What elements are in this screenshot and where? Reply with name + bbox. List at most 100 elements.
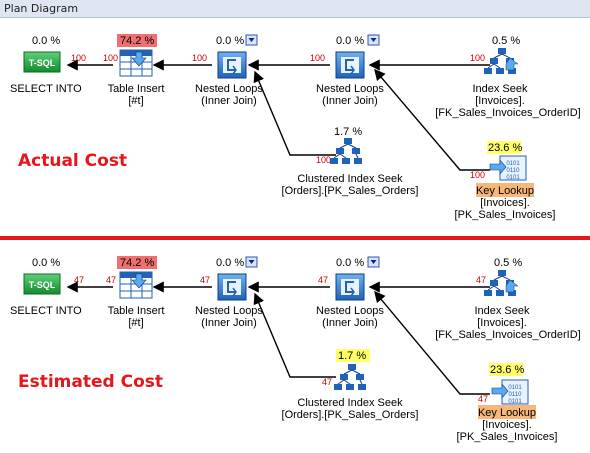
nested-loops-icon	[335, 51, 365, 79]
binary-glyph: 0110	[509, 392, 523, 398]
binary-glyph: 0101	[508, 385, 522, 391]
node-label: Table Insert	[108, 305, 165, 317]
node-label: (Inner Join)	[322, 95, 378, 107]
rows-label: 47	[478, 394, 488, 404]
node-clustered-index-seek[interactable]: 1.7 % Clustered Index Seek [Orders].[PK_…	[282, 349, 419, 421]
node-label: [#t]	[128, 95, 143, 107]
node-label: SELECT INTO	[10, 83, 82, 95]
node-key-lookup[interactable]: 23.6 % 0101 0110 0101 Key Lookup [Invoic…	[455, 141, 556, 221]
cost-pct: 0.0 %	[216, 257, 244, 269]
cost-pct: 0.5 %	[492, 35, 520, 47]
panel-heading: Estimated Cost	[18, 372, 163, 392]
cost-pct: 0.0 %	[336, 35, 364, 47]
tsql-icon	[23, 51, 61, 73]
rows-label: 47	[106, 275, 116, 285]
node-label: (Inner Join)	[322, 317, 378, 329]
cost-pct: 74.2 %	[120, 257, 154, 269]
panel-divider	[0, 236, 590, 240]
node-label: Index Seek	[472, 83, 528, 95]
node-label: [Invoices].	[482, 419, 532, 431]
node-index-seek[interactable]: 0.5 % Index Seek [Invoices]. [FK_Sales_I…	[435, 35, 581, 119]
chevron-down-icon	[248, 260, 255, 264]
rows-label: 47	[200, 275, 210, 285]
node-label: [Invoices].	[480, 197, 530, 209]
rows-label: 47	[476, 275, 486, 285]
title-bar: Plan Diagram	[0, 0, 590, 18]
node-table-insert[interactable]: 74.2 % Table Insert [#t]	[108, 34, 165, 107]
node-label: Index Seek	[474, 305, 530, 317]
node-label: Nested Loops	[195, 305, 263, 317]
chevron-down-icon	[370, 38, 377, 42]
cost-pct: 0.0 %	[216, 35, 244, 47]
node-nested-loops-2[interactable]: 0.0 % Nested Loops (Inner Join)	[316, 256, 384, 329]
chevron-down-icon	[248, 38, 255, 42]
node-select-into[interactable]: 0.0 % T-SQL SELECT INTO	[10, 35, 82, 95]
node-nested-loops-2[interactable]: 0.0 % Nested Loops (Inner Join)	[316, 34, 384, 107]
tsql-icon-text: T-SQL	[29, 280, 56, 290]
edge-key-nl2	[374, 68, 490, 171]
key-lookup-icon: 0101 0110 0101	[489, 155, 527, 181]
rows-label: 47	[74, 275, 84, 285]
nested-loops-icon	[217, 51, 247, 79]
cost-pct: 23.6 %	[488, 142, 522, 154]
rows-label: 100	[192, 53, 207, 63]
node-label: [Orders].[PK_Sales_Orders]	[282, 409, 419, 421]
node-label: Nested Loops	[316, 305, 384, 317]
node-label: (Inner Join)	[201, 95, 257, 107]
key-lookup-icon: 0101 0110 0101	[491, 379, 529, 405]
node-nested-loops-1[interactable]: 0.0 % Nested Loops (Inner Join)	[195, 34, 263, 107]
index-seek-icon	[484, 270, 519, 296]
binary-glyph: 0101	[506, 175, 520, 181]
node-clustered-index-seek[interactable]: 1.7 % Clustered Index Seek [Orders].[PK_…	[282, 126, 419, 197]
cost-highlight	[487, 141, 521, 154]
cost-pct: 1.7 %	[334, 126, 362, 138]
panel-estimated: Estimated Cost 47 47 47 47 47 47 47 0.0 …	[10, 256, 581, 443]
cost-pct: 0.0 %	[32, 35, 60, 47]
table-insert-icon	[119, 271, 153, 299]
clustered-index-seek-icon	[334, 364, 366, 390]
node-label: [Invoices].	[475, 95, 525, 107]
node-label: Nested Loops	[316, 83, 384, 95]
node-label: Table Insert	[108, 83, 165, 95]
cost-highlight	[336, 349, 370, 362]
cost-pct: 0.0 %	[32, 257, 60, 269]
cost-highlight	[117, 256, 157, 269]
binary-glyph: 0101	[508, 399, 522, 405]
node-label: [Orders].[PK_Sales_Orders]	[282, 185, 419, 197]
edge-cis-nl1	[253, 70, 336, 156]
rows-label: 47	[318, 275, 328, 285]
node-label: SELECT INTO	[10, 305, 82, 317]
cost-pct: 23.6 %	[490, 364, 524, 376]
binary-glyph: 0110	[507, 168, 521, 174]
edge-key-nl2	[374, 290, 490, 395]
rows-label: 100	[71, 53, 86, 63]
node-select-into[interactable]: 0.0 % T-SQL SELECT INTO	[10, 257, 82, 317]
nested-loops-icon	[335, 273, 365, 301]
window-title: Plan Diagram	[4, 2, 79, 15]
key-lookup-highlight	[476, 183, 534, 197]
panel-heading: Actual Cost	[18, 151, 127, 171]
node-key-lookup[interactable]: 23.6 % 0101 0110 0101 Key Lookup [Invoic…	[457, 363, 558, 443]
cost-highlight	[117, 34, 157, 47]
tsql-icon	[23, 273, 61, 295]
node-label: Key Lookup	[478, 407, 536, 419]
node-table-insert[interactable]: 74.2 % Table Insert [#t]	[108, 256, 165, 329]
cost-pct: 0.5 %	[494, 257, 522, 269]
key-lookup-highlight	[478, 405, 536, 419]
node-label: [PK_Sales_Invoices]	[457, 431, 558, 443]
node-index-seek[interactable]: 0.5 % Index Seek [Invoices]. [FK_Sales_I…	[435, 257, 581, 341]
node-label: Clustered Index Seek	[297, 397, 403, 409]
cost-pct: 0.0 %	[336, 257, 364, 269]
nested-loops-icon	[217, 273, 247, 301]
clustered-index-seek-icon	[330, 138, 362, 164]
rows-label: 100	[310, 53, 325, 63]
node-nested-loops-1[interactable]: 0.0 % Nested Loops (Inner Join)	[195, 256, 263, 329]
tsql-icon-text: T-SQL	[29, 58, 56, 68]
edge-cis-nl1	[253, 292, 336, 378]
cost-pct: 74.2 %	[120, 35, 154, 47]
rows-label: 100	[470, 170, 485, 180]
node-label: [FK_Sales_Invoices_OrderID]	[435, 329, 581, 341]
node-label: Nested Loops	[195, 83, 263, 95]
rows-label: 100	[103, 53, 118, 63]
